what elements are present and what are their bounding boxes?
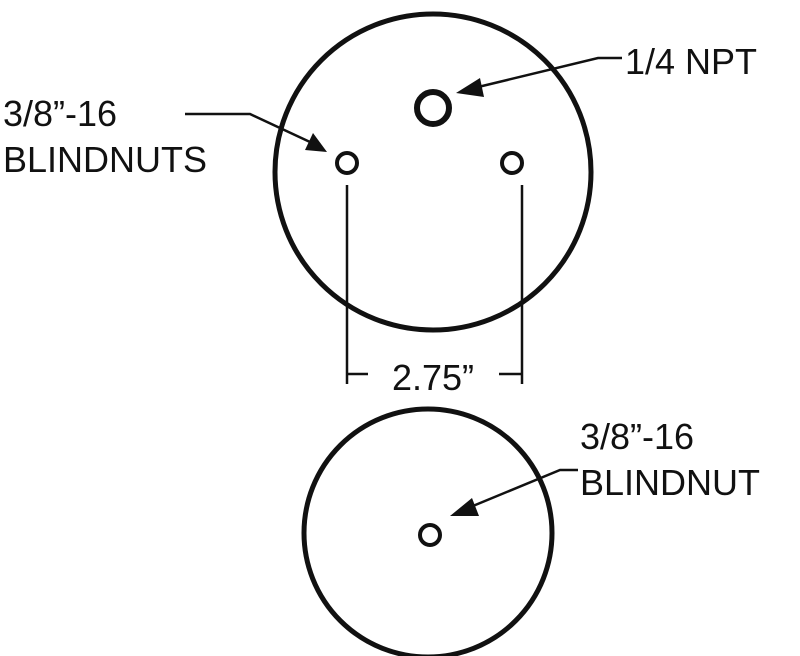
- blindnuts-type-label: BLINDNUTS: [3, 139, 207, 180]
- bottom-blindnut-size-label: 3/8”-16: [580, 416, 694, 457]
- bottom-blindnut-leader-arrow: [450, 468, 578, 516]
- bottom-plate-outline: [301, 406, 555, 656]
- hole-spacing-dimension: [345, 185, 524, 384]
- bottom-plate: [301, 406, 555, 656]
- bottom-blindnut-type-label: BLINDNUT: [580, 462, 760, 503]
- blindnuts-leader-arrow: [185, 112, 327, 152]
- hole-spacing-label: 2.75”: [392, 357, 474, 398]
- top-plate: [272, 11, 594, 333]
- npt-leader-arrow: [456, 56, 622, 97]
- right-blindnut-hole: [500, 151, 524, 175]
- top-plate-outline: [272, 11, 594, 333]
- npt-port-label: 1/4 NPT: [625, 41, 757, 82]
- left-blindnut-hole: [335, 151, 359, 175]
- blindnuts-size-label: 3/8”-16: [3, 93, 117, 134]
- bottom-blindnut-hole: [418, 523, 442, 547]
- npt-port-hole: [414, 89, 452, 127]
